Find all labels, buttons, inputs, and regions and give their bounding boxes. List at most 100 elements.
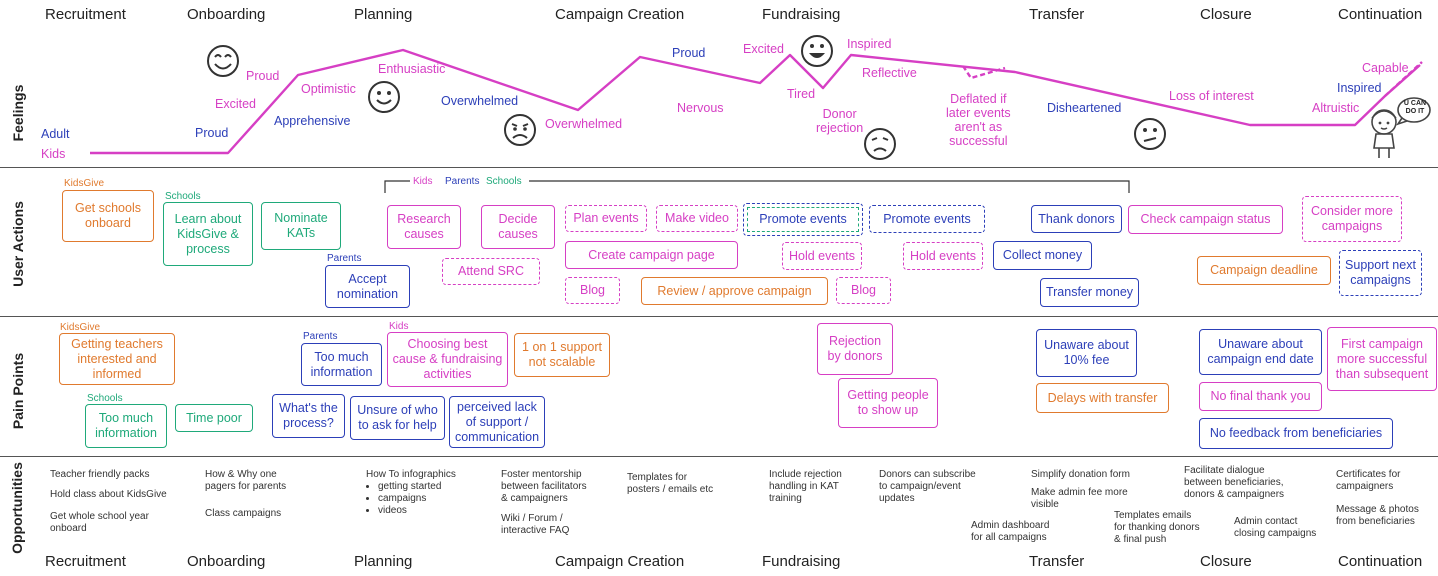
actions-tag-schools: Schools (165, 191, 201, 202)
action-make-video: Make video (656, 205, 738, 232)
feeling-inspired-1: Inspired (847, 37, 892, 51)
pain-getting-people-to-show-up: Getting people to show up (838, 378, 938, 428)
opp-facilitate-dialogue: Facilitate dialogue between beneficiarie… (1184, 465, 1285, 500)
opp-wiki-forum-faq: Wiki / Forum / interactive FAQ (501, 513, 570, 536)
stage-fundraising: Fundraising (762, 6, 841, 23)
opp-infographics-title: How To infographics (366, 469, 456, 480)
opp-teacher-friendly-packs: Teacher friendly packs (50, 469, 150, 480)
row-label-pain-points: Pain Points (10, 352, 26, 430)
actions-tag-kidsgive: KidsGive (64, 178, 105, 189)
pains-tag-kidsgive: KidsGive (60, 322, 101, 333)
pain-one-on-one-support: 1 on 1 support not scalable (514, 333, 610, 377)
stage-transfer: Transfer (1029, 6, 1085, 23)
feeling-overwhelmed-1: Overwhelmed (441, 94, 519, 108)
pains-tag-parents: Parents (303, 331, 338, 342)
pain-too-much-information-1: Too much information (85, 404, 167, 448)
stage-onboarding: Onboarding (187, 6, 266, 23)
opp-admin-contact: Admin contact closing campaigns (1234, 516, 1317, 539)
pain-unaware-campaign-end-date: Unaware about campaign end date (1199, 329, 1322, 375)
feeling-donor-rejection: Donor rejection (816, 107, 864, 135)
stage-closure: Closure (1200, 6, 1252, 23)
opp-infographics-list: getting started campaigns videos (366, 481, 456, 517)
stage-closure-bottom: Closure (1200, 553, 1252, 570)
opp-admin-dashboard: Admin dashboard for all campaigns (971, 520, 1050, 543)
action-hold-events-2: Hold events (903, 242, 983, 270)
stage-planning-bottom: Planning (354, 553, 413, 570)
pain-perceived-lack-of-support: perceived lack of support / communicatio… (449, 396, 545, 448)
pain-too-much-information-2: Too much information (301, 343, 382, 386)
stage-transfer-bottom: Transfer (1029, 553, 1085, 570)
pain-getting-teachers: Getting teachers interested and informed (59, 333, 175, 385)
feeling-kids: Kids (41, 147, 66, 161)
bracket-label-schools: Schools (486, 176, 522, 187)
pain-time-poor: Time poor (175, 404, 253, 432)
feeling-nervous: Nervous (677, 101, 724, 115)
feeling-loss-of-interest: Loss of interest (1169, 89, 1254, 103)
feeling-reflective: Reflective (862, 66, 917, 80)
bracket-label-parents: Parents (445, 176, 480, 187)
feeling-excited-2: Excited (743, 42, 784, 56)
feeling-deflated: Deflated if later events aren't as succe… (946, 92, 1011, 148)
opp-templates-posters: Templates for posters / emails etc (627, 472, 714, 495)
action-promote-events-1: Promote events (743, 203, 863, 236)
feeling-adult: Adult (41, 127, 70, 141)
stage-continuation-bottom: Continuation (1338, 553, 1423, 570)
list-item: getting started (378, 481, 456, 493)
stage-planning: Planning (354, 6, 413, 23)
feelings-curve (90, 48, 1423, 155)
action-support-next-campaigns: Support next campaigns (1339, 250, 1422, 296)
divider-pains (0, 456, 1438, 457)
pains-tag-kids: Kids (389, 321, 409, 332)
pains-tag-schools: Schools (87, 393, 123, 404)
action-plan-events: Plan events (565, 205, 647, 232)
opp-message-photos: Message & photos from beneficiaries (1336, 504, 1419, 527)
pain-delays-with-transfer: Delays with transfer (1036, 383, 1169, 413)
action-collect-money: Collect money (993, 241, 1092, 270)
pain-no-feedback-from-beneficiaries: No feedback from beneficiaries (1199, 418, 1393, 449)
feeling-altruistic: Altruistic (1312, 101, 1360, 115)
actions-bracket (384, 180, 1130, 193)
opp-rejection-handling: Include rejection handling in KAT traini… (769, 469, 842, 504)
pain-rejection-by-donors: Rejection by donors (817, 323, 893, 375)
stage-fundraising-bottom: Fundraising (762, 553, 841, 570)
opp-admin-fee-visible: Make admin fee more visible (1031, 487, 1128, 510)
action-thank-donors: Thank donors (1031, 205, 1122, 233)
opp-whole-school-year: Get whole school year onboard (50, 511, 149, 534)
row-label-opportunities: Opportunities (9, 462, 25, 554)
opp-certificates: Certificates for campaigners (1336, 469, 1401, 492)
speech-bubble-icon (1396, 97, 1431, 126)
action-campaign-deadline: Campaign deadline (1197, 256, 1331, 285)
row-label-user-actions: User Actions (10, 201, 26, 287)
feeling-overwhelmed-2: Overwhelmed (545, 117, 623, 131)
feeling-excited-1: Excited (215, 97, 256, 111)
action-review-approve-campaign: Review / approve campaign (641, 277, 828, 305)
action-transfer-money: Transfer money (1040, 278, 1139, 307)
opp-donors-subscribe: Donors can subscribe to campaign/event u… (879, 469, 976, 504)
stage-onboarding-bottom: Onboarding (187, 553, 266, 570)
pain-unaware-10-fee: Unaware about 10% fee (1036, 329, 1137, 377)
worried-face-icon (504, 114, 536, 146)
opp-simplify-donation-form: Simplify donation form (1031, 469, 1130, 480)
feeling-proud-3: Proud (672, 46, 706, 60)
pain-unsure-who-to-ask: Unsure of who to ask for help (350, 396, 445, 440)
action-get-schools-onboard: Get schools onboard (62, 190, 154, 242)
action-hold-events-1: Hold events (782, 242, 862, 270)
action-learn-about-kidsgive: Learn about KidsGive & process (163, 202, 253, 266)
stage-recruitment: Recruitment (45, 6, 126, 23)
pain-first-campaign-more-successful: First campaign more successful than subs… (1327, 327, 1437, 391)
kid-character-icon (1371, 109, 1397, 158)
smile-face-icon (368, 81, 400, 113)
action-promote-events-2: Promote events (869, 205, 985, 233)
action-create-campaign-page: Create campaign page (565, 241, 738, 269)
bracket-label-kids: Kids (413, 176, 433, 187)
disheartened-face-icon (1134, 118, 1166, 150)
action-blog-1: Blog (565, 277, 620, 304)
action-accept-nomination: Accept nomination (325, 265, 410, 308)
happy-face-icon (207, 45, 239, 77)
pain-whats-the-process: What's the process? (272, 394, 345, 438)
feeling-disheartened: Disheartened (1047, 101, 1122, 115)
stage-campaign-creation-bottom: Campaign Creation (555, 553, 685, 570)
feeling-apprehensive: Apprehensive (274, 114, 351, 128)
action-check-campaign-status: Check campaign status (1128, 205, 1283, 234)
opp-foster-mentorship: Foster mentorship between facilitators &… (501, 469, 587, 504)
